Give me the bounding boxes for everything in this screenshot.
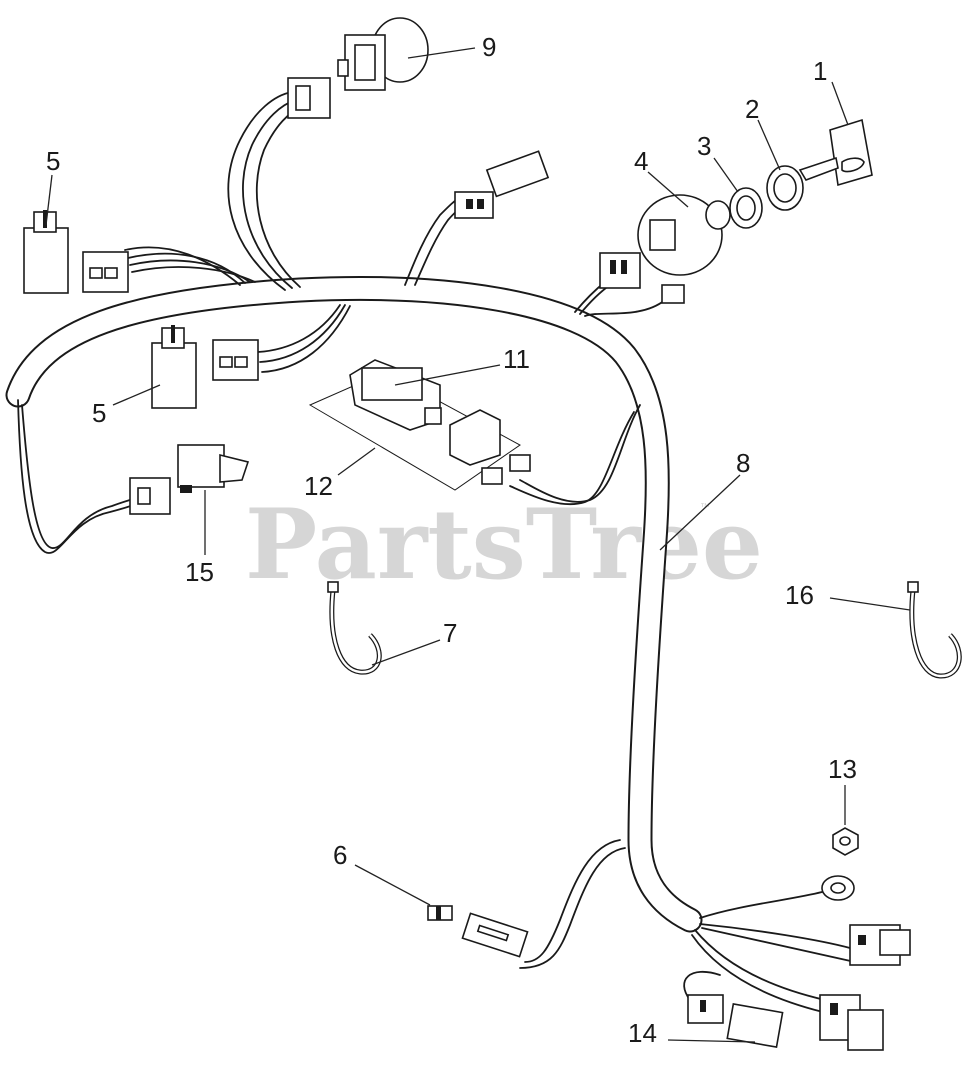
- part-13-hex-nut: [832, 827, 859, 856]
- callout-labels: 1 2 3 4 5 5 6 7 8 9 11 12 13 14 15 16: [46, 32, 857, 1048]
- part-2-bezel: [766, 165, 804, 211]
- watermark-text: PartsTree: [245, 488, 763, 601]
- part-14-connector: [687, 994, 784, 1048]
- two-pin-connector-top: [454, 150, 550, 219]
- callout-9: 9: [482, 32, 496, 62]
- part-4-ignition-switch: [599, 194, 731, 304]
- callout-2: 2: [745, 94, 759, 124]
- callout-5-upper: 5: [46, 146, 60, 176]
- callout-7: 7: [443, 618, 457, 648]
- callout-8: 8: [736, 448, 750, 478]
- part-5-upper-switch: [23, 210, 129, 294]
- part-15-relay: [129, 444, 250, 515]
- part-6-connector: [427, 905, 529, 958]
- part-1-key: [798, 118, 873, 187]
- part-3-nut: [729, 187, 763, 229]
- callout-3: 3: [697, 131, 711, 161]
- callout-15: 15: [185, 557, 214, 587]
- part-16-clamp: [907, 581, 962, 679]
- watermark: PartsTree ™: [245, 488, 763, 601]
- callout-5-lower: 5: [92, 398, 106, 428]
- bottom-right-connector-lower: [819, 994, 884, 1051]
- main-harness: [5, 276, 703, 933]
- callout-14: 14: [628, 1018, 657, 1048]
- callout-13: 13: [828, 754, 857, 784]
- wire-bundles: [124, 91, 856, 1016]
- bottom-right-connector-upper: [849, 924, 911, 966]
- callout-4: 4: [634, 146, 648, 176]
- callout-12: 12: [304, 471, 333, 501]
- part-7-clamp: [327, 581, 382, 675]
- part-5-lower-switch: [151, 325, 259, 409]
- callout-16: 16: [785, 580, 814, 610]
- ring-terminal: [821, 875, 855, 901]
- part-9-switch: [287, 17, 429, 119]
- part-11-fuse-holder: [349, 359, 531, 485]
- callout-6: 6: [333, 840, 347, 870]
- callout-1: 1: [813, 56, 827, 86]
- leader-lines: [45, 47, 911, 1043]
- callout-11: 11: [503, 344, 530, 374]
